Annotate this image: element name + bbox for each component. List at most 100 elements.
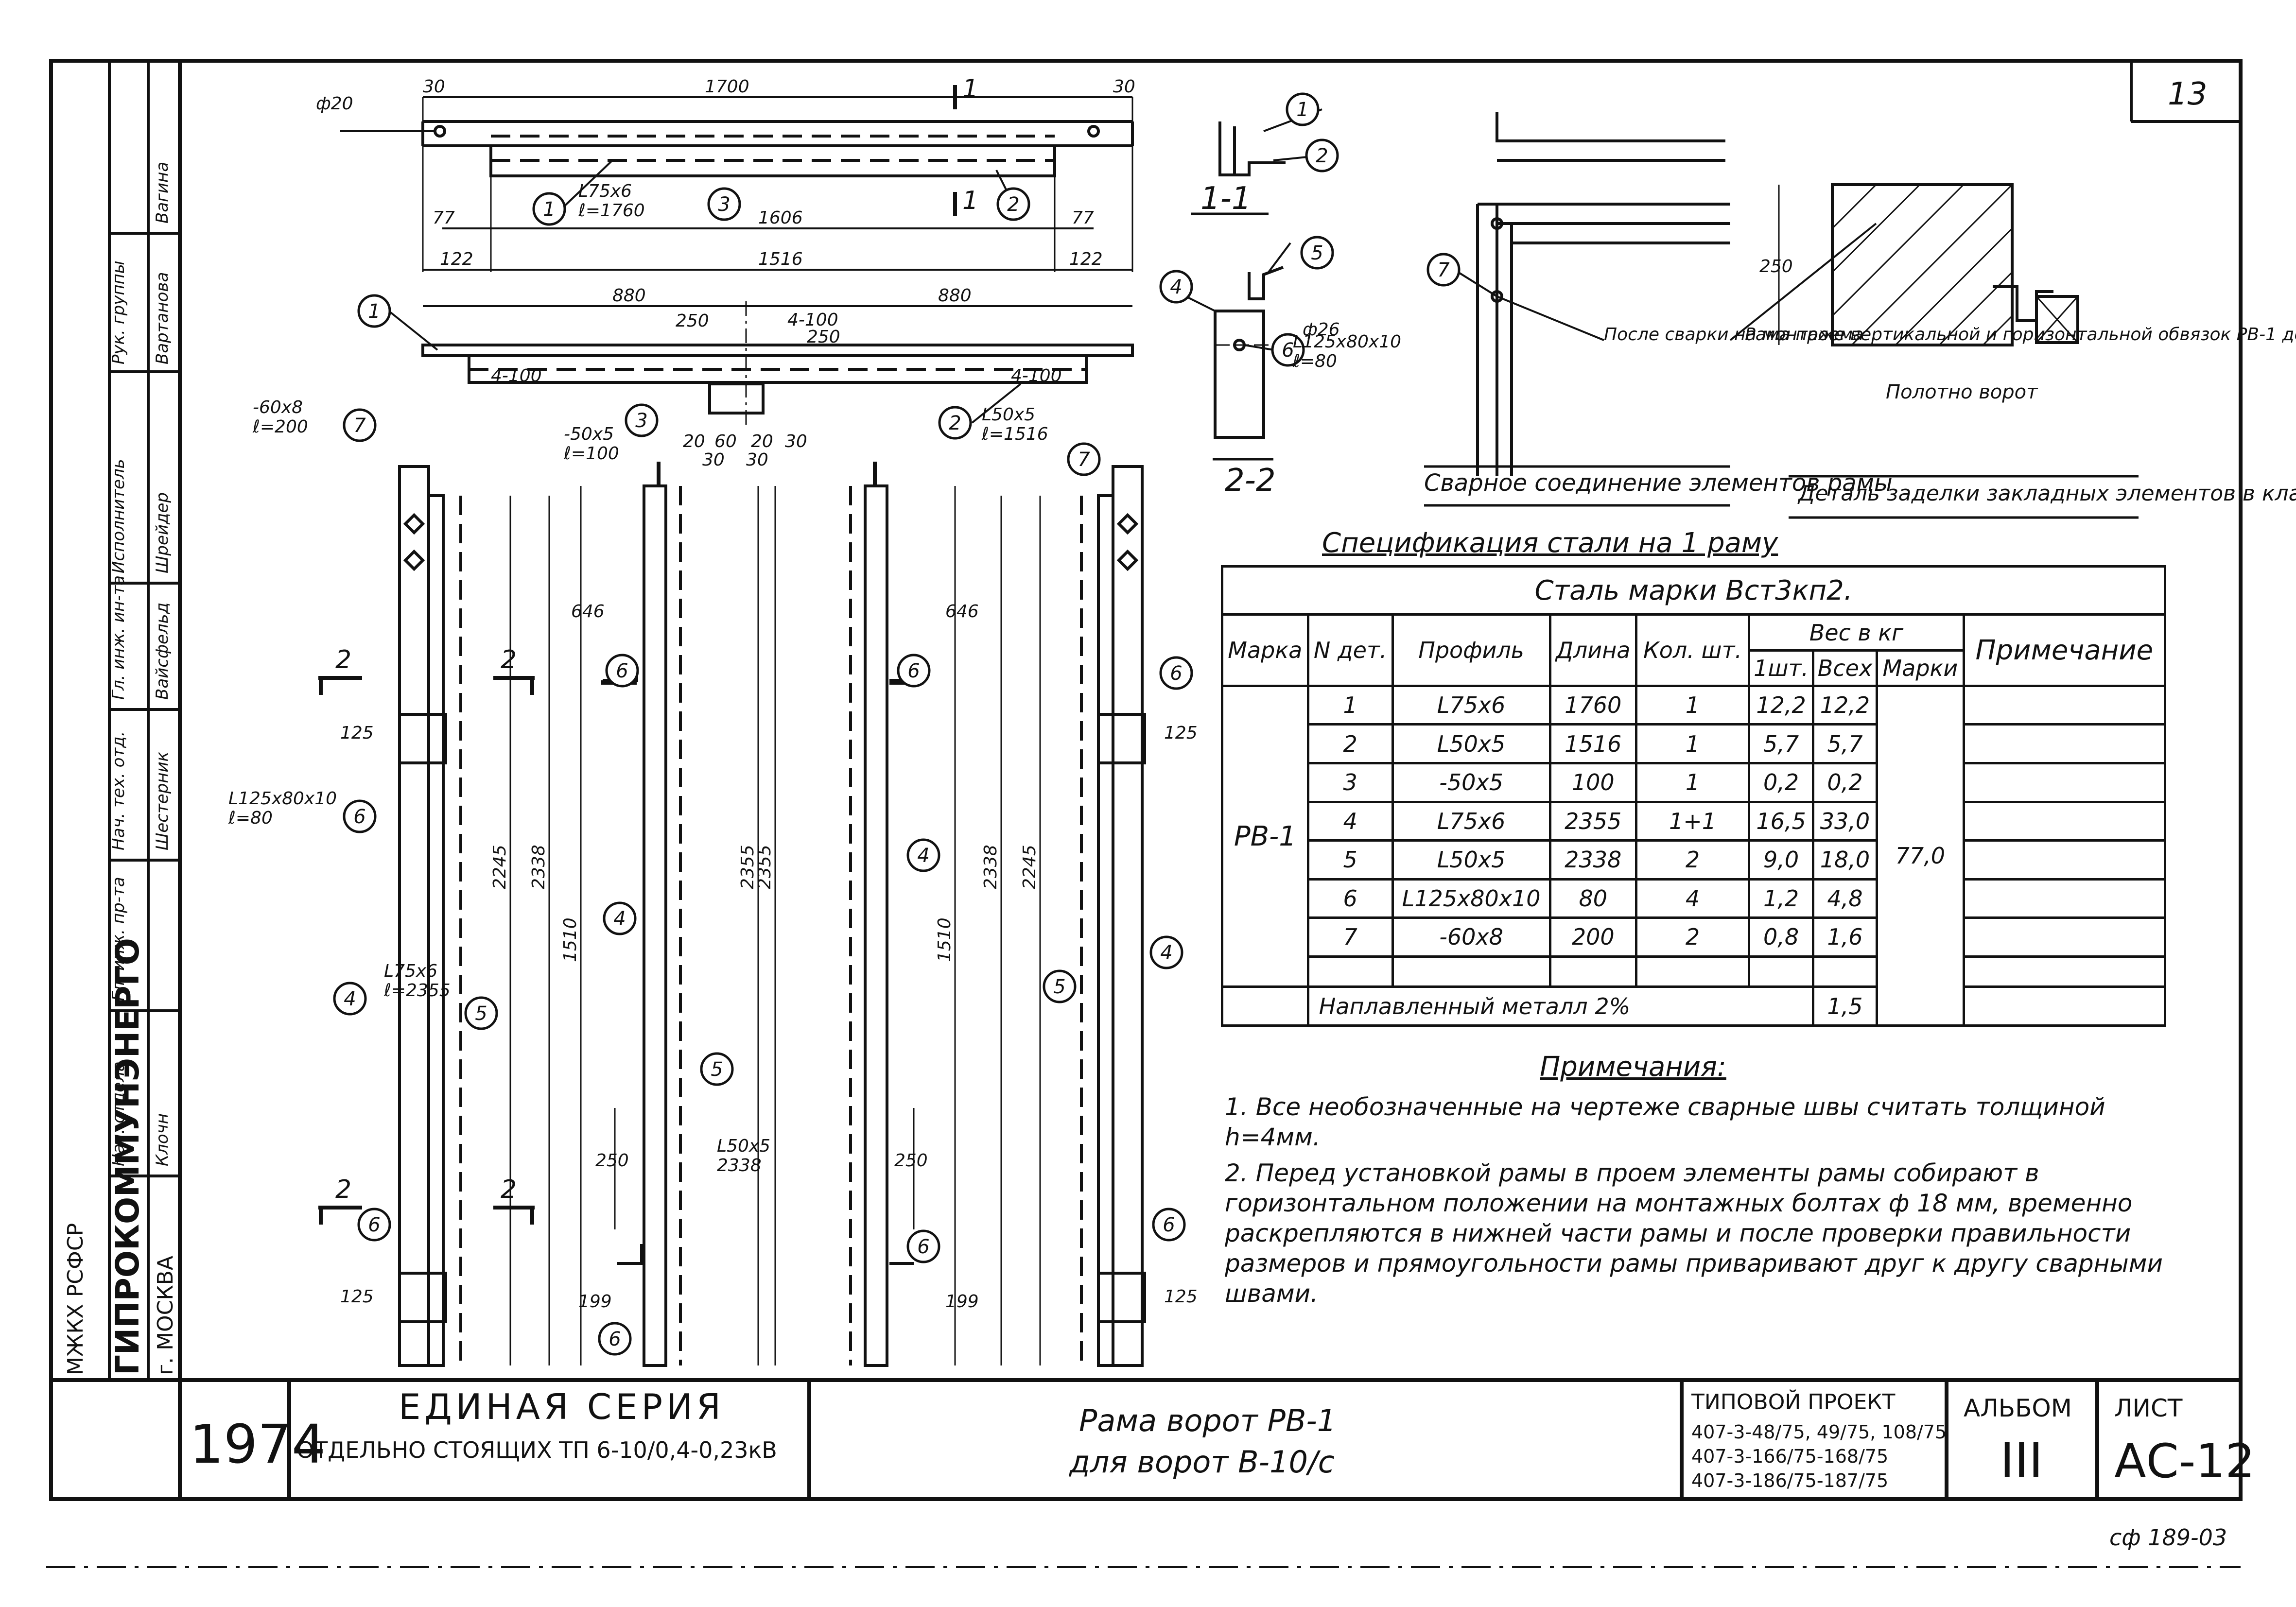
cell-qty: 4 [1635, 878, 1751, 919]
cut-1-top: 1 [962, 74, 978, 104]
table-row: 4 L75x6 2355 1+1 16,5 33,0 [1222, 800, 2167, 842]
note-item: 1. Все необозначенные на чертеже сварные… [1225, 1093, 2105, 1151]
cell-profile: L50x5 [1391, 723, 1551, 764]
hdr-note: Примечание [1962, 613, 2167, 687]
cut-2-b: 2 [501, 645, 517, 674]
cell-note [1962, 985, 2167, 1027]
callout-5-b: 5 [711, 1058, 723, 1081]
part6-profile-left: L125x80x10 [228, 789, 337, 809]
name-5: Вагина [153, 162, 172, 224]
sec22-profile: L125x80x10 [1293, 332, 1401, 352]
dim-125-left: 125 [340, 723, 374, 743]
steel-grade: Сталь марки Вст3кп2. [1221, 565, 2166, 616]
part3-profile: -50x5 [564, 424, 614, 444]
series-sub: ОТДЕЛЬНО СТОЯЩИХ ТП 6-10/0,4-0,23кВ [296, 1437, 777, 1463]
weld-metal-label: Наплавленный металл 2% [1306, 985, 1814, 1027]
part1-profile: L75x6 [578, 181, 632, 201]
cell-empty [1811, 955, 1879, 988]
org-top: МЖКХ РСФСР [63, 1223, 88, 1375]
dim-4-100-a: 4-100 [787, 310, 838, 330]
cell-profile: -50x5 [1391, 761, 1551, 803]
callout-6-i: 6 [1282, 339, 1294, 362]
project-line-2: 407-3-166/75-168/75 [1691, 1446, 1888, 1467]
callout-7-a: 7 [353, 415, 366, 437]
callout-6-d: 6 [1170, 662, 1182, 685]
org-main: ГИПРОКОММУНЭНЕРГО [109, 938, 146, 1375]
dim-2338-left: 2338 [529, 845, 549, 889]
dim-125-right-b: 125 [1164, 1287, 1198, 1307]
cut-2-a: 2 [335, 645, 351, 674]
cell-wall: 33,0 [1811, 800, 1879, 842]
role-2: Нач. тех. отд. [109, 731, 128, 851]
sec22-hole: ф26 [1303, 320, 1340, 340]
cell-n: 2 [1306, 723, 1394, 764]
cell-profile: -60x8 [1391, 916, 1551, 958]
cell-n: 4 [1306, 800, 1394, 842]
bottom-code: сф 189-03 [2109, 1524, 2227, 1551]
callout-6-c: 6 [616, 660, 628, 682]
cell-note [1962, 761, 2167, 803]
callout-4-e: 4 [1170, 276, 1182, 298]
dim-880-left: 880 [612, 286, 646, 306]
hdr-qty: Кол. шт. [1635, 613, 1751, 687]
part2-profile: L50x5 [982, 405, 1035, 425]
cell-w1: 12,2 [1748, 684, 1814, 726]
cell-wall: 18,0 [1811, 839, 1879, 881]
callout-4-d: 4 [1160, 942, 1172, 964]
welded-joint-title: Сварное соединение элементов рамы [1424, 469, 1893, 497]
role-4: Исполнитель [109, 459, 128, 573]
cell-profile: L75x6 [1391, 684, 1551, 726]
dim-199-right: 199 [945, 1292, 979, 1312]
sheet-label: ЛИСТ [2114, 1394, 2183, 1422]
dim-1516: 1516 [758, 249, 803, 269]
cell-note [1962, 916, 2167, 958]
name-0: Клочн [153, 1113, 172, 1166]
part5-length-mid: 2338 [717, 1156, 762, 1175]
cell-w1: 1,2 [1748, 878, 1814, 919]
album-label: АЛЬБОМ [1964, 1394, 2072, 1422]
callout-2-c: 2 [1316, 145, 1328, 167]
dim-20: 20 [751, 432, 773, 451]
table-row: Наплавленный металл 2% 1,5 [1221, 985, 2167, 1027]
hole-f20: ф20 [316, 94, 353, 114]
callout-6-h: 6 [1163, 1214, 1175, 1236]
dim-top-1700: 1700 [705, 77, 749, 97]
callout-7-b: 7 [1078, 449, 1090, 471]
part2-length: ℓ=1516 [981, 424, 1048, 444]
cell-profile: L125x80x10 [1391, 878, 1551, 919]
dim-2245-left: 2245 [490, 845, 510, 889]
dim-646-right: 646 [945, 602, 979, 622]
dim-122-right: 122 [1069, 249, 1103, 269]
callout-6-g: 6 [917, 1236, 929, 1258]
cell-note [1962, 878, 2167, 919]
name-2: Вайсфельд [153, 603, 172, 700]
callout-6-f: 6 [609, 1328, 621, 1350]
callout-6-b: 6 [907, 660, 920, 682]
cell-w1: 0,8 [1748, 916, 1814, 958]
cell-length: 1516 [1548, 723, 1637, 764]
callout-7-c: 7 [1437, 259, 1450, 281]
cell-wall: 0,2 [1811, 761, 1879, 803]
org-city: г. МОСКВА [153, 1256, 178, 1375]
callout-circles [333, 92, 1461, 1356]
part1-length: ℓ=1760 [578, 201, 645, 221]
drawing-title-1: Рама ворот РВ-1 [1079, 1403, 1336, 1438]
cell-note [1962, 839, 2167, 881]
dim-250-a: 250 [676, 311, 709, 331]
hdr-weight: Вес в кг [1748, 613, 1965, 652]
callout-4-a: 4 [344, 988, 356, 1010]
dim-250-right: 250 [894, 1151, 928, 1171]
cell-n: 7 [1306, 916, 1394, 958]
callout-1-a: 1 [543, 198, 555, 221]
cell-w1: 9,0 [1748, 839, 1814, 881]
cell-length: 100 [1548, 761, 1637, 803]
dim-2245-right: 2245 [1020, 845, 1040, 889]
table-row: РВ-1 1 L75x6 1760 1 12,2 12,2 77,0 [1221, 684, 2167, 1027]
name-4: Вартанова [153, 272, 172, 364]
series-title: ЕДИНАЯ СЕРИЯ [399, 1386, 725, 1427]
hdr-w-all: Всех [1811, 649, 1879, 687]
dimension-labels: 30 1700 30 ф20 77 1606 77 122 1516 122 8… [228, 77, 1793, 1312]
table-row: 6 L125x80x10 80 4 1,2 4,8 [1222, 878, 2167, 919]
dim-30-a: 30 [702, 450, 725, 470]
callout-1-c: 1 [1296, 99, 1308, 121]
